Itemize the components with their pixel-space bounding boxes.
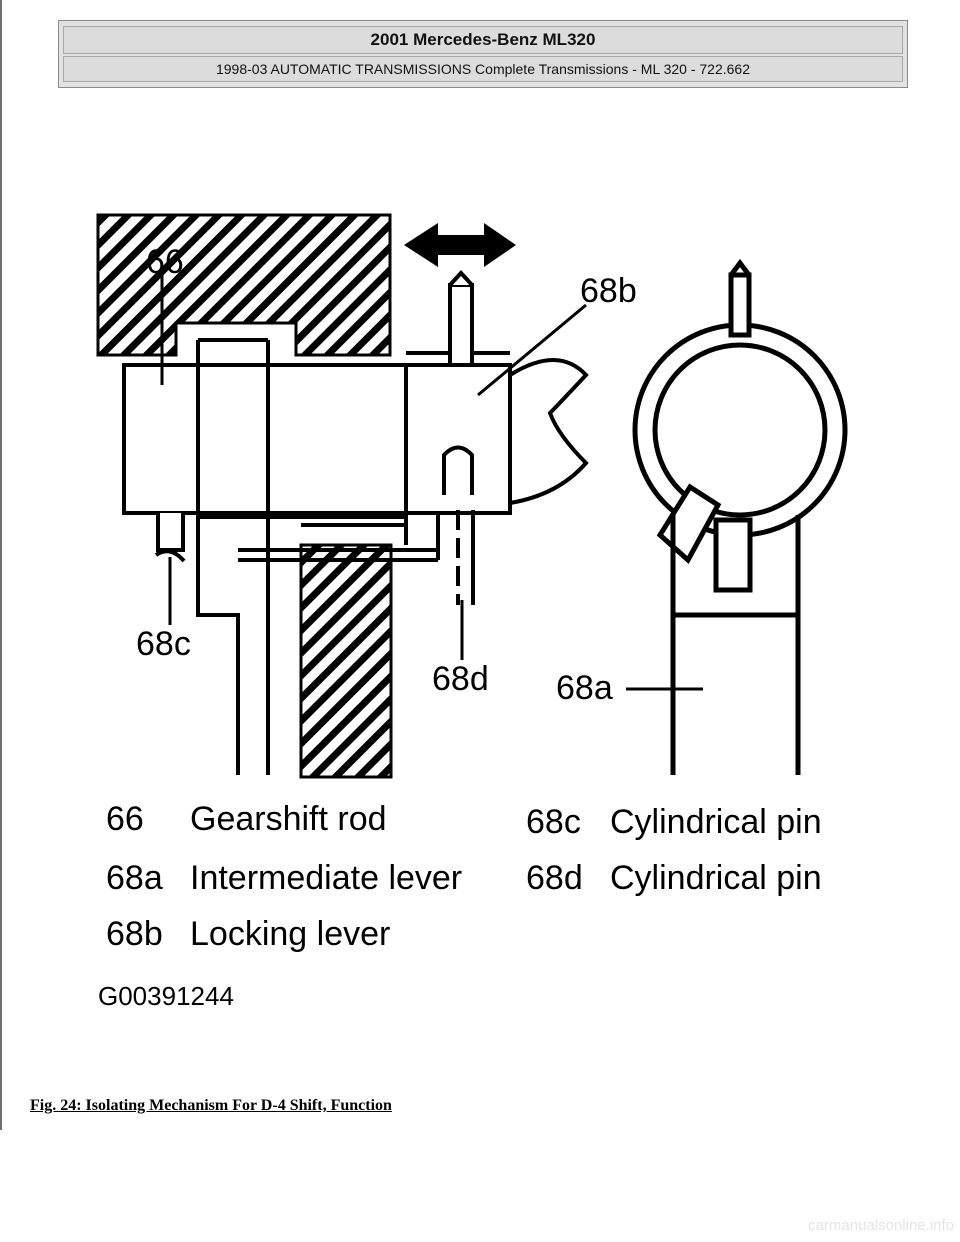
legend-code-68d: 68d [526, 859, 583, 897]
callout-68b: 68b [580, 272, 637, 310]
page-left-border [0, 0, 2, 1130]
figure-caption: Fig. 24: Isolating Mechanism For D-4 Shi… [30, 1097, 392, 1114]
header-title: 2001 Mercedes-Benz ML320 [63, 26, 903, 54]
legend-desc-68c: Cylindrical pin [610, 803, 822, 841]
legend-code-66: 66 [106, 800, 144, 838]
intermediate-lever-ring [632, 258, 848, 775]
cylindrical-pin-68d [442, 445, 475, 605]
watermark: carmanualsonline.info [808, 1217, 954, 1234]
cylindrical-pin-68c [154, 513, 186, 563]
mechanism-figure: 66 68b 68c 68d 68a 66 Gearshift rod 68a … [96, 213, 848, 1011]
legend-code-68b: 68b [106, 915, 163, 953]
legend-code-68a: 68a [106, 859, 163, 897]
graphic-id: G00391244 [98, 981, 234, 1011]
legend-desc-68d: Cylindrical pin [610, 859, 822, 897]
legend-desc-68a: Intermediate lever [190, 859, 462, 897]
legend-code-68c: 68c [526, 803, 581, 841]
legend-desc-66: Gearshift rod [190, 800, 387, 838]
callout-68d: 68d [432, 660, 489, 698]
callout-68a: 68a [556, 669, 613, 707]
locking-lever-stem [448, 270, 474, 367]
document-header: 2001 Mercedes-Benz ML320 1998-03 AUTOMAT… [58, 20, 908, 88]
double-arrow-icon [404, 223, 516, 267]
header-subtitle: 1998-03 AUTOMATIC TRANSMISSIONS Complete… [63, 56, 903, 82]
callout-66: 66 [146, 243, 184, 281]
callout-68c: 68c [136, 625, 191, 663]
callout-leaders [160, 275, 703, 691]
housing-hatch-top [96, 213, 392, 357]
gearshift-rod-body [122, 338, 589, 775]
legend-desc-68b: Locking lever [190, 915, 390, 953]
housing-hatch-bottom [299, 543, 393, 779]
